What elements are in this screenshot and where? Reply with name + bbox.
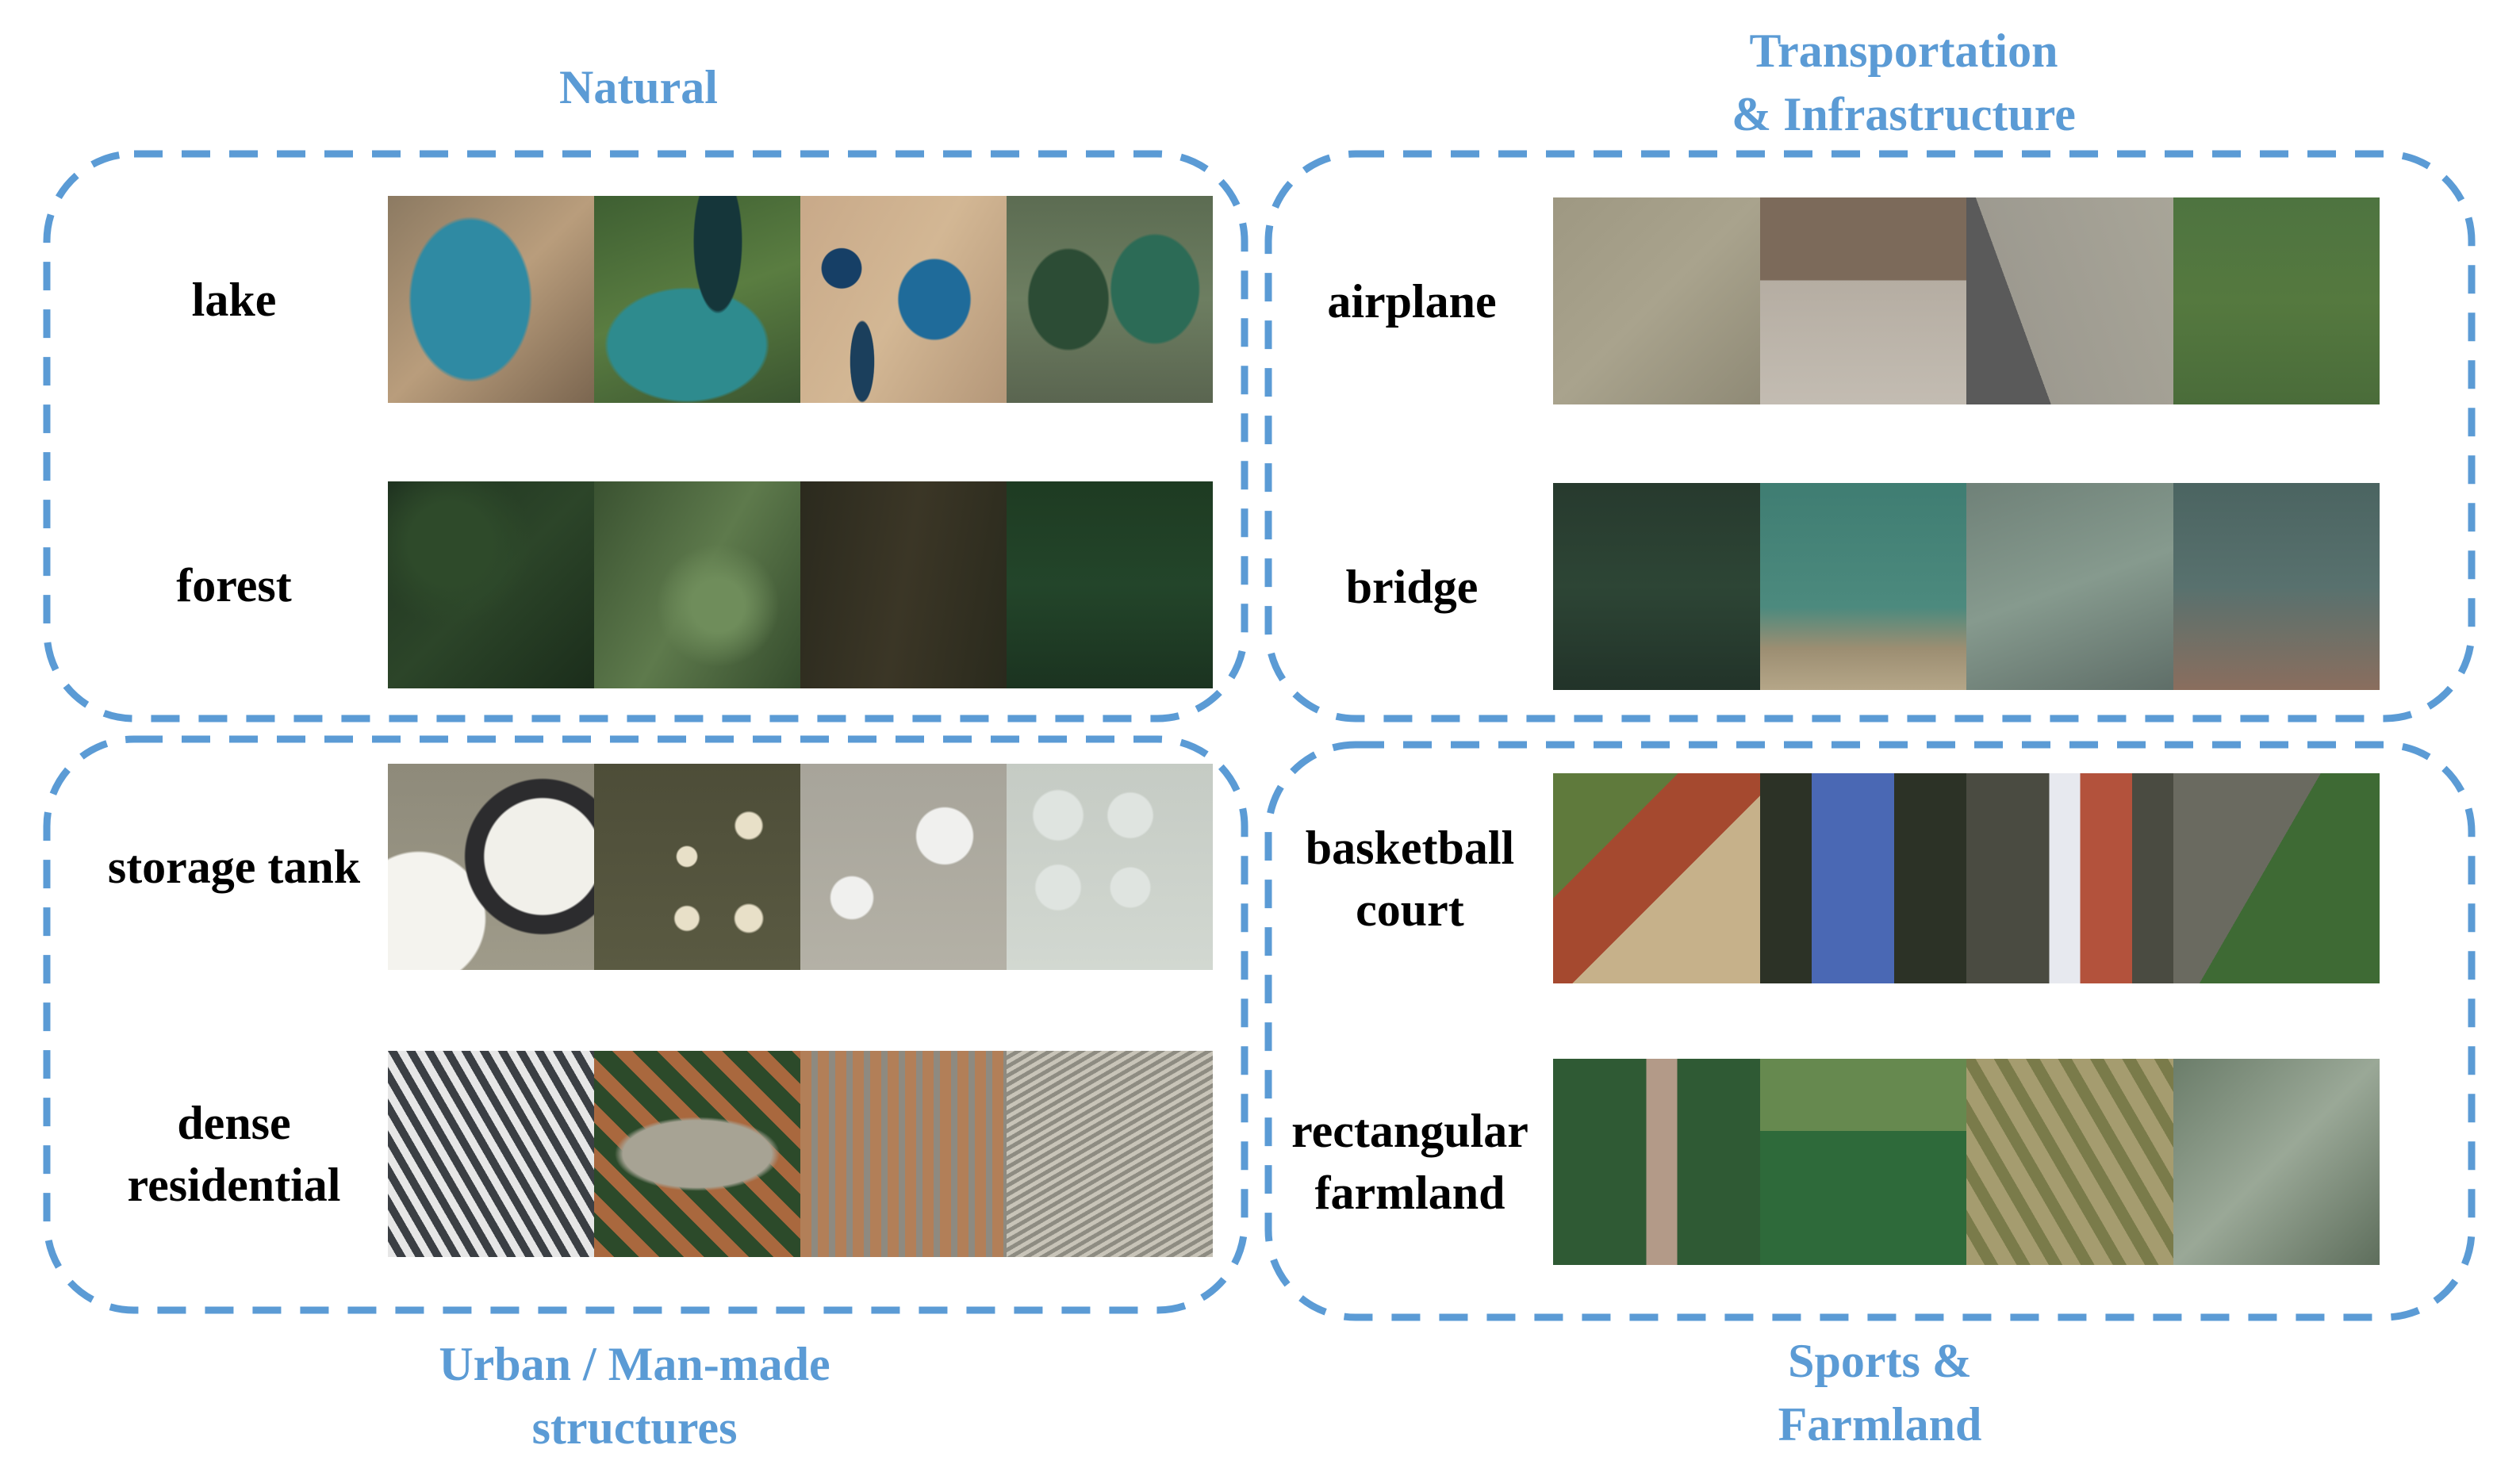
satellite-tile-dense-residential-1 bbox=[388, 1051, 594, 1257]
satellite-tile-storage-tank-2 bbox=[594, 764, 800, 970]
image-strip-rectangular-farmland bbox=[1553, 1059, 2380, 1265]
satellite-tile-airplane-1 bbox=[1553, 197, 1760, 404]
group-box-sports bbox=[1264, 741, 2476, 1321]
satellite-tile-dense-residential-4 bbox=[1007, 1051, 1213, 1257]
satellite-tile-basketball-court-4 bbox=[2173, 773, 2380, 983]
satellite-tile-storage-tank-1 bbox=[388, 764, 594, 970]
satellite-tile-lake-3 bbox=[800, 196, 1007, 403]
group-title-transportation: Transportation & Infrastructure bbox=[1732, 25, 2076, 140]
image-strip-forest bbox=[388, 481, 1213, 688]
row-label-dense-residential: dense residential bbox=[127, 1097, 341, 1211]
image-strip-basketball-court bbox=[1553, 773, 2380, 983]
row-label-airplane: airplane bbox=[1327, 274, 1497, 328]
satellite-tile-bridge-3 bbox=[1966, 483, 2173, 690]
dashed-border bbox=[1264, 150, 2476, 723]
satellite-tile-forest-2 bbox=[594, 481, 800, 688]
dashed-border bbox=[1264, 741, 2476, 1321]
image-strip-bridge bbox=[1553, 483, 2380, 690]
group-title-natural: Natural bbox=[559, 61, 718, 113]
satellite-tile-storage-tank-3 bbox=[800, 764, 1007, 970]
row-label-basketball-court: basketball court bbox=[1305, 821, 1515, 936]
satellite-tile-lake-4 bbox=[1007, 196, 1213, 403]
satellite-tile-bridge-1 bbox=[1553, 483, 1760, 690]
satellite-tile-rectangular-farmland-1 bbox=[1553, 1059, 1760, 1265]
satellite-tile-bridge-4 bbox=[2173, 483, 2380, 690]
image-strip-airplane bbox=[1553, 197, 2380, 404]
satellite-tile-airplane-2 bbox=[1759, 197, 1966, 404]
dashed-border bbox=[43, 150, 1248, 723]
row-label-forest: forest bbox=[176, 558, 292, 611]
satellite-tile-storage-tank-4 bbox=[1007, 764, 1213, 970]
satellite-tile-lake-1 bbox=[388, 196, 594, 403]
satellite-tile-dense-residential-3 bbox=[800, 1051, 1007, 1257]
satellite-tile-lake-2 bbox=[594, 196, 800, 403]
satellite-tile-airplane-3 bbox=[1966, 197, 2173, 404]
satellite-tile-bridge-2 bbox=[1759, 483, 1966, 690]
image-strip-storage-tank bbox=[388, 764, 1213, 970]
satellite-tile-rectangular-farmland-4 bbox=[2173, 1059, 2380, 1265]
group-box-urban bbox=[43, 735, 1248, 1314]
satellite-tile-basketball-court-3 bbox=[1966, 773, 2173, 983]
satellite-tile-basketball-court-2 bbox=[1759, 773, 1966, 983]
image-strip-lake bbox=[388, 196, 1213, 403]
satellite-tile-dense-residential-2 bbox=[594, 1051, 800, 1257]
row-label-storage-tank: storage tank bbox=[107, 841, 361, 893]
group-box-transportation bbox=[1264, 150, 2476, 723]
row-label-bridge: bridge bbox=[1345, 560, 1479, 613]
satellite-tile-forest-1 bbox=[388, 481, 594, 688]
row-label-lake: lake bbox=[191, 273, 277, 326]
satellite-tile-forest-4 bbox=[1007, 481, 1213, 688]
image-strip-dense-residential bbox=[388, 1051, 1213, 1257]
satellite-tile-airplane-4 bbox=[2173, 197, 2380, 404]
satellite-tile-forest-3 bbox=[800, 481, 1007, 688]
group-title-urban: Urban / Man-made structures bbox=[439, 1338, 830, 1454]
group-title-sports: Sports & Farmland bbox=[1778, 1335, 1982, 1451]
satellite-tile-rectangular-farmland-2 bbox=[1759, 1059, 1966, 1265]
dashed-border bbox=[43, 735, 1248, 1314]
satellite-tile-basketball-court-1 bbox=[1553, 773, 1760, 983]
satellite-tile-rectangular-farmland-3 bbox=[1966, 1059, 2173, 1265]
row-label-rectangular-farmland: rectangular farmland bbox=[1291, 1105, 1528, 1219]
group-box-natural bbox=[43, 150, 1248, 723]
